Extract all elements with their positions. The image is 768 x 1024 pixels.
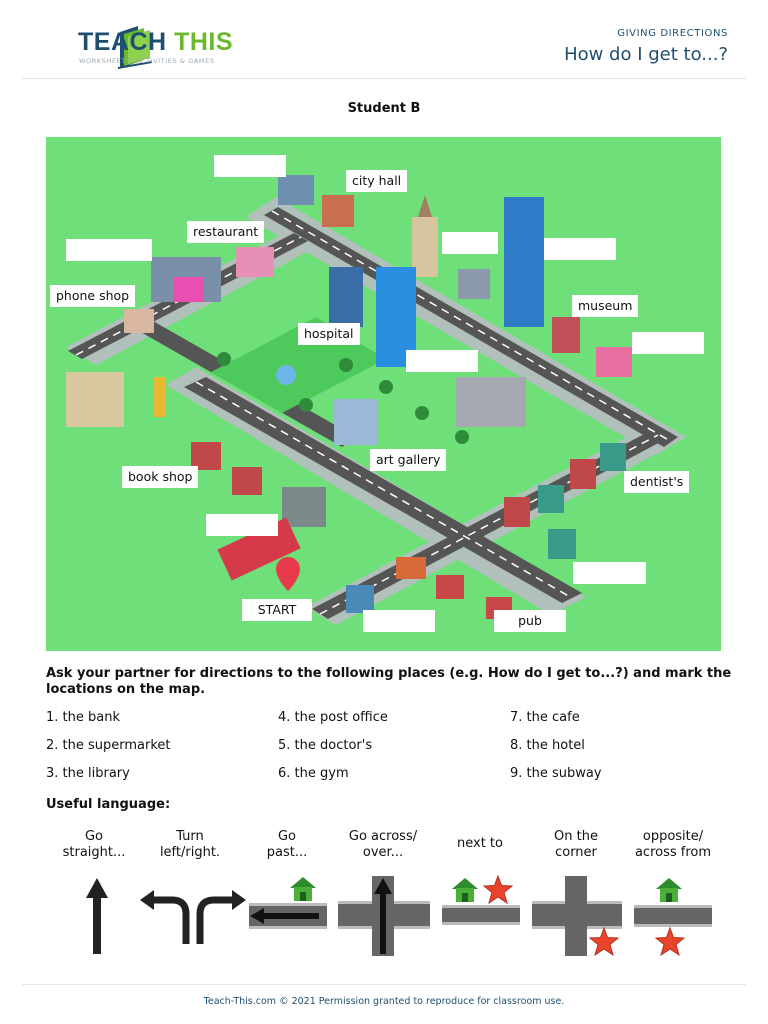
house-icon xyxy=(290,877,316,901)
label-art-gallery: art gallery xyxy=(370,449,447,471)
blank-label[interactable] xyxy=(363,610,435,632)
phrase-line: Go xyxy=(277,829,297,844)
place-item: 5. the doctor's xyxy=(278,738,373,753)
teach-this-logo xyxy=(117,26,153,69)
phrase-line: left/right. xyxy=(159,845,221,860)
phrase-go-straight: Go straight... xyxy=(44,829,144,861)
place-item: 3. the library xyxy=(46,766,130,781)
place-item: 1. the bank xyxy=(46,710,120,725)
blank-label[interactable] xyxy=(206,514,278,536)
phrase-line: straight... xyxy=(62,845,126,860)
star-icon xyxy=(655,927,685,956)
opposite-icon xyxy=(634,878,712,956)
blank-label[interactable] xyxy=(632,332,704,354)
page-title: How do I get to...? xyxy=(564,44,728,65)
label-dentists: dentist's xyxy=(624,471,690,493)
useful-language-label: Useful language xyxy=(46,797,165,812)
star-icon xyxy=(483,875,513,904)
house-icon xyxy=(656,878,682,902)
place-item: 4. the post office xyxy=(278,710,388,725)
up-arrow-icon xyxy=(86,878,108,954)
label-phone-shop: phone shop xyxy=(50,285,136,307)
brand-name: TEACH THIS xyxy=(78,28,233,57)
phrase-line: past... xyxy=(266,845,308,860)
footer-text: Teach-This.com © 2021 Permission granted… xyxy=(203,996,565,1007)
blank-label[interactable] xyxy=(442,232,498,254)
star-icon xyxy=(589,927,619,956)
place-item: 6. the gym xyxy=(278,766,349,781)
label-hospital: hospital xyxy=(298,323,360,345)
label-book-shop: book shop xyxy=(122,466,199,488)
blank-label[interactable] xyxy=(66,239,152,261)
phrase-line: Go xyxy=(84,829,104,844)
phrase-line: corner xyxy=(555,845,597,860)
blank-label[interactable] xyxy=(544,238,616,260)
label-museum: museum xyxy=(572,295,639,317)
phrase-opposite: opposite/ across from xyxy=(623,829,723,861)
student-heading: Student B xyxy=(347,101,421,116)
section-label: GIVING DIRECTIONS xyxy=(617,28,728,39)
label-city-hall: city hall xyxy=(346,170,408,192)
brand-part-1: TEACH xyxy=(78,28,167,56)
turn-left-right-icon xyxy=(152,896,234,944)
phrase-line: Go across/ xyxy=(348,829,418,844)
town-map: city hall restaurant phone shop hospital… xyxy=(46,137,721,651)
label-pub: pub xyxy=(494,610,566,632)
crossroad-icon xyxy=(338,876,430,956)
map-pin-icon xyxy=(276,557,300,591)
brand-tagline: WORKSHEETS, ACTIVITIES & GAMES xyxy=(79,57,215,65)
on-the-corner-icon xyxy=(532,876,622,956)
header-divider xyxy=(22,78,746,79)
house-icon xyxy=(452,878,478,902)
phrase-next-to: next to xyxy=(457,836,503,851)
brand-part-2: THIS xyxy=(174,28,234,56)
place-item: 7. the cafe xyxy=(510,710,580,725)
phrase-line: over... xyxy=(362,845,404,860)
phrase-line: On the xyxy=(554,829,598,844)
phrase-go-past: Go past... xyxy=(237,829,337,861)
blank-label[interactable] xyxy=(214,155,286,177)
phrase-go-across: Go across/ over... xyxy=(333,829,433,861)
go-past-icon xyxy=(249,877,327,929)
footer-divider xyxy=(22,984,746,985)
label-restaurant: restaurant xyxy=(187,221,265,243)
instructions: Ask your partner for directions to the f… xyxy=(46,666,732,697)
place-item: 8. the hotel xyxy=(510,738,585,753)
phrase-line: across from xyxy=(634,845,712,860)
phrase-line: opposite/ xyxy=(642,829,704,844)
place-item: 2. the supermarket xyxy=(46,738,171,753)
phrase-line: Turn xyxy=(176,829,204,844)
phrase-on-the-corner: On the corner xyxy=(526,829,626,861)
next-to-icon xyxy=(442,875,520,925)
phrase-turn: Turn left/right. xyxy=(140,829,240,861)
map-illustration xyxy=(66,175,686,625)
place-item: 9. the subway xyxy=(510,766,602,781)
label-start: START xyxy=(242,599,312,621)
blank-label[interactable] xyxy=(573,562,646,584)
blank-label[interactable] xyxy=(406,350,478,372)
direction-icons xyxy=(86,875,712,956)
useful-language-heading: Useful language: xyxy=(46,797,171,812)
